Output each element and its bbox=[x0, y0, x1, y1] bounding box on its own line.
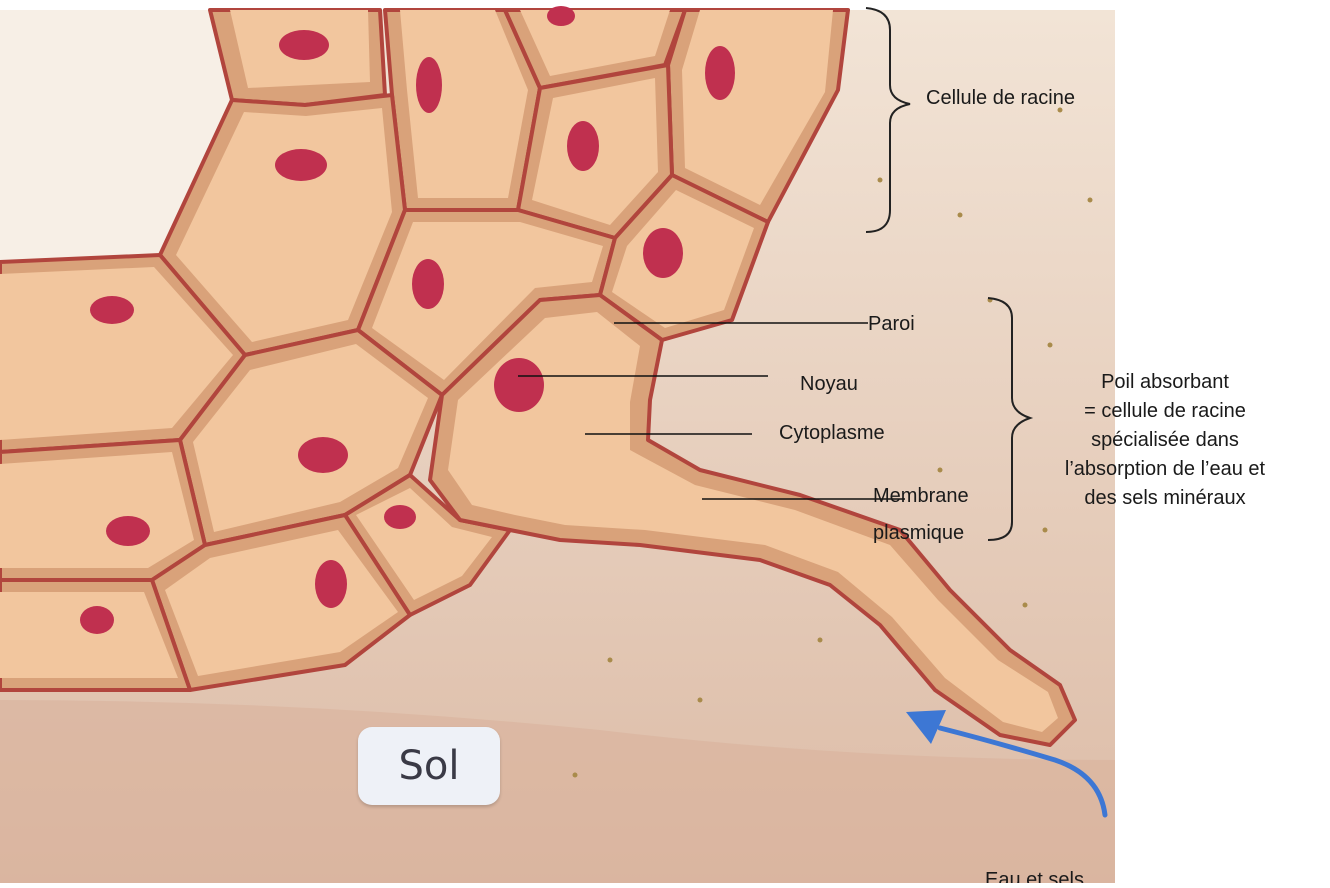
label-membrane-plasmique-line2: plasmique bbox=[873, 521, 964, 545]
nucleus bbox=[90, 296, 134, 324]
nucleus bbox=[298, 437, 348, 473]
label-membrane-plasmique-line1: Membrane bbox=[873, 484, 969, 508]
poil-absorbant-line1: Poil absorbant bbox=[1030, 368, 1300, 397]
nucleus bbox=[106, 516, 150, 546]
poil-absorbant-line3: spécialisée dans bbox=[1030, 426, 1300, 455]
nucleus bbox=[412, 259, 444, 309]
label-cellule-de-racine: Cellule de racine bbox=[926, 86, 1075, 110]
label-cytoplasme: Cytoplasme bbox=[779, 421, 885, 445]
label-paroi: Paroi bbox=[868, 312, 915, 336]
nucleus bbox=[275, 149, 327, 181]
label-poil-absorbant: Poil absorbant = cellule de racine spéci… bbox=[1030, 368, 1300, 513]
root-hair-nucleus bbox=[494, 358, 544, 412]
poil-absorbant-line4: l’absorption de l’eau et bbox=[1030, 455, 1300, 484]
nucleus bbox=[416, 57, 442, 113]
nucleus bbox=[279, 30, 329, 60]
nucleus bbox=[80, 606, 114, 634]
poil-absorbant-line5: des sels minéraux bbox=[1030, 484, 1300, 513]
label-eau-et-sels-clip: Eau et sels bbox=[985, 868, 1185, 883]
nucleus bbox=[705, 46, 735, 100]
nucleus bbox=[567, 121, 599, 171]
nucleus bbox=[315, 560, 347, 608]
nucleus bbox=[384, 505, 416, 529]
nucleus bbox=[643, 228, 683, 278]
label-eau-et-sels: Eau et sels bbox=[985, 868, 1084, 883]
sol-badge: Sol bbox=[358, 727, 500, 805]
nucleus bbox=[547, 6, 575, 26]
poil-absorbant-line2: = cellule de racine bbox=[1030, 397, 1300, 426]
label-noyau: Noyau bbox=[800, 372, 858, 396]
